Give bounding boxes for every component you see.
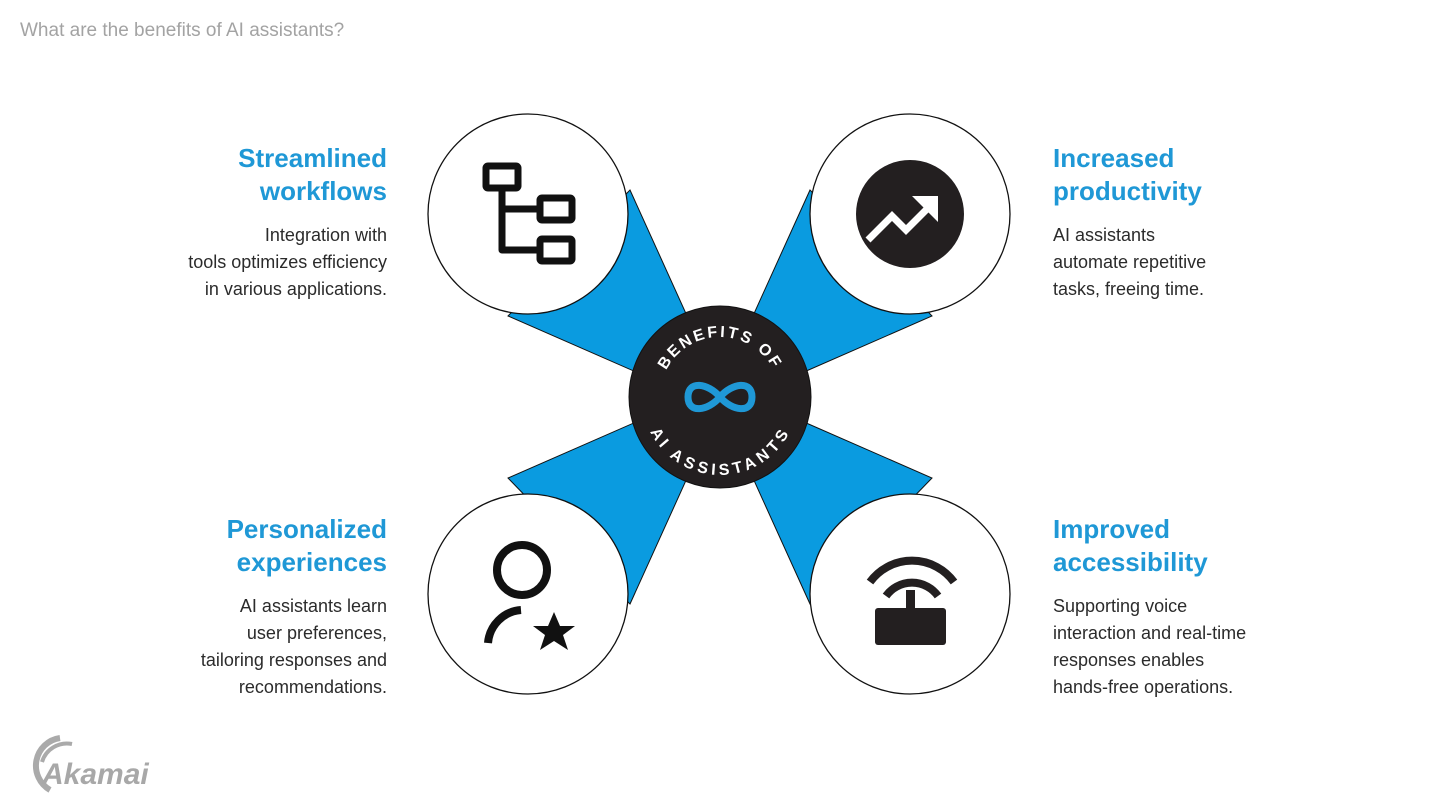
desc-line: user preferences, xyxy=(246,623,387,643)
heading-line: productivity xyxy=(1053,176,1202,206)
desc-line: Integration with xyxy=(264,225,387,245)
benefit-description: Supporting voice interaction and real-tim… xyxy=(1053,593,1383,701)
desc-line: hands-free operations. xyxy=(1053,677,1234,697)
heading-line: Streamlined xyxy=(238,143,387,173)
infinity-icon xyxy=(684,381,756,413)
heading-line: Improved xyxy=(1053,514,1171,544)
hierarchy-icon xyxy=(482,162,576,265)
desc-line: AI assistants xyxy=(1053,225,1156,245)
center-badge: BENEFITS OF AI ASSISTANTS xyxy=(628,305,812,489)
desc-line: interaction and real-time xyxy=(1053,623,1247,643)
circle-streamlined-workflows xyxy=(427,113,629,315)
desc-line: tailoring responses and xyxy=(200,650,387,670)
user-star-icon xyxy=(484,541,575,650)
desc-line: AI assistants learn xyxy=(239,596,387,616)
desc-line: tools optimizes efficiency xyxy=(188,252,387,272)
desc-line: in various applications. xyxy=(204,279,387,299)
heading-line: Personalized xyxy=(226,514,387,544)
broadcast-icon xyxy=(866,556,958,645)
benefit-description: Integration with tools optimizes efficien… xyxy=(57,222,387,303)
logo-text: Akamai xyxy=(41,758,149,791)
heading-line: workflows xyxy=(259,176,387,206)
desc-line: tasks, freeing time. xyxy=(1053,279,1205,299)
heading-line: accessibility xyxy=(1053,547,1208,577)
desc-line: automate repetitive xyxy=(1053,252,1207,272)
desc-line: Supporting voice xyxy=(1053,596,1188,616)
akamai-logo: Akamai xyxy=(32,735,149,793)
heading-line: Increased xyxy=(1053,143,1175,173)
benefit-description: AI assistants automate repetitive tasks, f… xyxy=(1053,222,1383,303)
desc-line: responses enables xyxy=(1053,650,1205,670)
desc-line: recommendations. xyxy=(238,677,387,697)
benefit-description: AI assistants learn user preferences, tail… xyxy=(57,593,387,701)
heading-line: experiences xyxy=(236,547,387,577)
page-title: What are the benefits of AI assistants? xyxy=(20,20,345,41)
trending-up-icon xyxy=(856,160,964,268)
